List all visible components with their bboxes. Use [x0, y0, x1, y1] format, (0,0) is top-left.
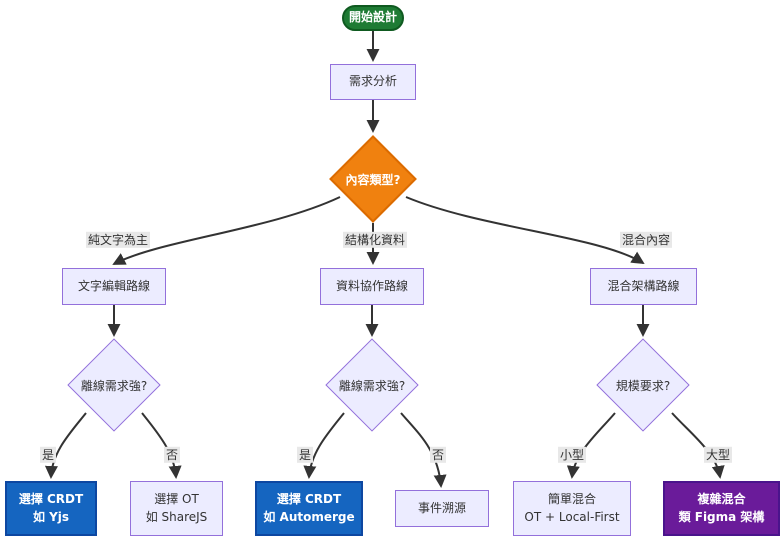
- content-type-decision: 內容類型?: [328, 134, 418, 224]
- ot-sharejs-line1: 選擇 OT: [154, 492, 199, 507]
- simple-hybrid-line1: 簡單混合: [547, 492, 596, 507]
- scale-decision: 規模要求?: [595, 337, 691, 433]
- scale-decision-label: 規模要求?: [615, 378, 671, 393]
- event-sourcing-label: 事件溯源: [417, 500, 466, 515]
- edge-label-plain-text: 純文字為主: [85, 231, 151, 249]
- edge-label-yes1: 是: [39, 446, 57, 464]
- crdt-yjs-node: 選擇 CRDT 如 Yjs: [5, 481, 97, 536]
- crdt-automerge-line2: 如 Automerge: [263, 509, 355, 524]
- complex-hybrid-line2: 類 Figma 架構: [678, 509, 765, 524]
- edge-label-mixed: 混合內容: [619, 231, 673, 249]
- hybrid-route-node: 混合架構路線: [590, 268, 697, 305]
- edge-dataoffline-crdtautomerge: [303, 412, 345, 479]
- text-route-label: 文字編輯路線: [77, 278, 150, 293]
- edge-dataoffline-eventsourcing: [400, 412, 447, 488]
- start-node-label: 開始設計: [348, 10, 397, 25]
- text-route-node: 文字編輯路線: [62, 268, 166, 305]
- analysis-node: 需求分析: [330, 64, 416, 100]
- edge-label-no2: 否: [429, 446, 447, 464]
- edge-label-small: 小型: [557, 446, 587, 464]
- crdt-yjs-line1: 選擇 CRDT: [18, 492, 84, 507]
- start-node: 開始設計: [342, 5, 404, 31]
- hybrid-route-label: 混合架構路線: [607, 278, 680, 293]
- text-offline-decision-label: 離線需求強?: [80, 378, 148, 393]
- ot-sharejs-node: 選擇 OT 如 ShareJS: [130, 481, 223, 536]
- analysis-node-label: 需求分析: [348, 74, 397, 89]
- edge-label-structured: 結構化資料: [342, 231, 408, 249]
- edge-contenttype-textroute: [112, 196, 341, 265]
- simple-hybrid-line2: OT + Local-First: [524, 509, 620, 524]
- edge-contenttype-hybridroute: [405, 196, 645, 265]
- crdt-automerge-line1: 選擇 CRDT: [276, 492, 342, 507]
- edge-scale-simplehybrid: [566, 412, 616, 479]
- edge-scale-complexhybrid: [671, 412, 725, 479]
- simple-hybrid-node: 簡單混合 OT + Local-First: [513, 481, 631, 536]
- edge-textoffline-crdtyjs: [44, 412, 87, 479]
- data-route-label: 資料協作路線: [335, 278, 408, 293]
- edge-label-large: 大型: [703, 446, 733, 464]
- data-offline-decision: 離線需求強?: [324, 337, 420, 433]
- edge-label-no1: 否: [163, 446, 181, 464]
- crdt-automerge-node: 選擇 CRDT 如 Automerge: [255, 481, 363, 536]
- edge-textoffline-otsharejs: [141, 412, 182, 479]
- edge-label-yes2: 是: [296, 446, 314, 464]
- data-route-node: 資料協作路線: [320, 268, 424, 305]
- crdt-yjs-line2: 如 Yjs: [32, 509, 70, 524]
- event-sourcing-node: 事件溯源: [395, 490, 489, 527]
- text-offline-decision: 離線需求強?: [66, 337, 162, 433]
- complex-hybrid-line1: 複雜混合: [697, 492, 746, 507]
- complex-hybrid-node: 複雜混合 類 Figma 架構: [663, 481, 780, 536]
- content-type-decision-label: 內容類型?: [345, 172, 401, 187]
- ot-sharejs-line2: 如 ShareJS: [145, 509, 208, 524]
- data-offline-decision-label: 離線需求強?: [338, 378, 406, 393]
